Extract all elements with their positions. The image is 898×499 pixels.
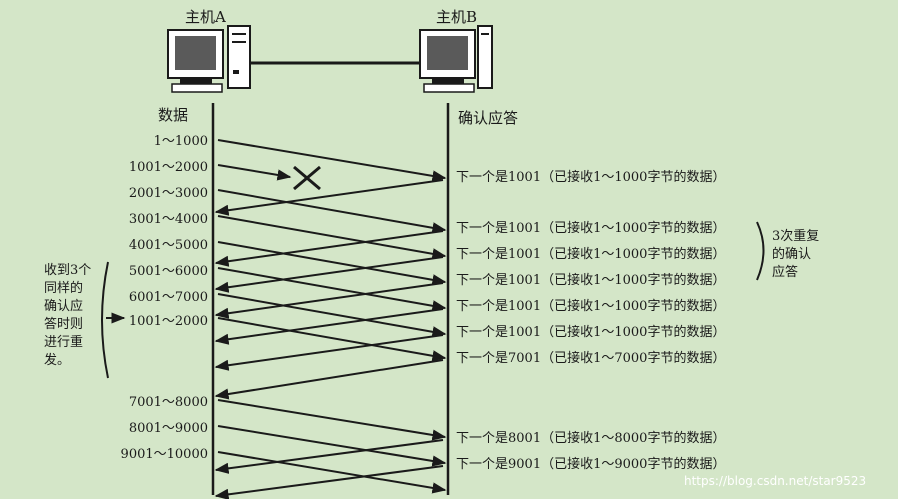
- segment-arrow-4: [217, 215, 447, 260]
- segment-arrow-8-retransmit: [217, 317, 447, 362]
- ack-label-6: 下一个是1001（已接收1～1000字节的数据）: [456, 325, 726, 340]
- host-a-computer-icon: [167, 25, 251, 93]
- host-a-label: 主机A: [185, 8, 226, 26]
- segment-arrow-10: [217, 425, 447, 467]
- segment-label-3: 2001～3000: [128, 186, 208, 201]
- ack-arrow-4: [214, 282, 444, 319]
- ack-label-8: 下一个是8001（已接收1～8000字节的数据）: [456, 431, 726, 446]
- retransmit-note-line-4: 答时则: [44, 317, 84, 332]
- ack-arrow-8: [214, 439, 444, 474]
- host-b-computer-icon: [419, 25, 493, 93]
- ack-arrow-9: [214, 465, 444, 499]
- ack-label-2: 下一个是1001（已接收1～1000字节的数据）: [456, 221, 726, 236]
- retransmit-note-line-2: 同样的: [44, 281, 84, 296]
- duplicate-ack-note-line-2: 的确认: [772, 247, 812, 262]
- data-column-label: 数据: [158, 106, 189, 124]
- left-brace: [101, 261, 109, 379]
- retransmit-note-line-6: 发。: [44, 353, 71, 368]
- segment-label-9: 7001～8000: [128, 395, 208, 410]
- lost-packet-x-icon: [293, 165, 321, 191]
- segment-label-6: 5001～6000: [128, 264, 208, 279]
- ack-arrow-7: [214, 359, 444, 400]
- segment-arrow-2-lost: [217, 164, 292, 181]
- ack-arrow-3: [214, 256, 444, 293]
- duplicate-ack-note: 3次重复 的确认 应答: [772, 228, 819, 282]
- ack-label-9: 下一个是9001（已接收1～9000字节的数据）: [456, 457, 726, 472]
- segment-arrow-9: [217, 399, 447, 441]
- segment-label-2: 1001～2000: [128, 160, 208, 175]
- segment-arrow-3: [217, 189, 447, 234]
- watermark-url: https://blog.csdn.net/star9523: [684, 474, 867, 488]
- ack-column-label: 确认应答: [458, 109, 519, 127]
- ack-arrow-1: [214, 179, 444, 216]
- ack-label-3: 下一个是1001（已接收1～1000字节的数据）: [456, 247, 726, 262]
- segment-arrow-6: [217, 267, 447, 312]
- ack-arrow-2: [214, 230, 444, 267]
- retransmit-note-line-5: 进行重: [44, 335, 84, 350]
- ack-arrow-5: [214, 308, 444, 345]
- retransmit-note-line-1: 收到3个: [44, 263, 92, 278]
- segment-arrow-11: [217, 451, 447, 494]
- segment-arrow-5: [217, 241, 447, 286]
- duplicate-ack-note-line-1: 3次重复: [772, 229, 820, 244]
- duplicate-ack-note-line-3: 应答: [772, 265, 799, 280]
- segment-label-7: 6001～7000: [128, 290, 208, 305]
- segment-label-5: 4001～5000: [128, 238, 208, 253]
- segment-label-4: 3001～4000: [128, 212, 208, 227]
- segment-label-1: 1～1000: [153, 134, 208, 149]
- right-brace: [756, 221, 765, 281]
- retransmit-note-line-3: 确认应: [44, 299, 84, 314]
- ack-label-5: 下一个是1001（已接收1～1000字节的数据）: [456, 299, 726, 314]
- ack-label-1: 下一个是1001（已接收1～1000字节的数据）: [456, 170, 726, 185]
- segment-arrow-7: [217, 293, 447, 338]
- ack-label-4: 下一个是1001（已接收1～1000字节的数据）: [456, 273, 726, 288]
- ack-label-7: 下一个是7001（已接收1～7000字节的数据）: [456, 351, 726, 366]
- segment-label-8-retransmit: 1001～2000: [128, 314, 208, 329]
- retransmit-note: 收到3个 同样的 确认应 答时则 进行重 发。: [44, 262, 91, 370]
- segment-label-10: 8001～9000: [128, 421, 208, 436]
- ack-arrow-6: [214, 334, 444, 371]
- host-b-label: 主机B: [436, 8, 478, 26]
- segment-arrow-1: [217, 139, 447, 182]
- segment-label-11: 9001～10000: [120, 447, 208, 462]
